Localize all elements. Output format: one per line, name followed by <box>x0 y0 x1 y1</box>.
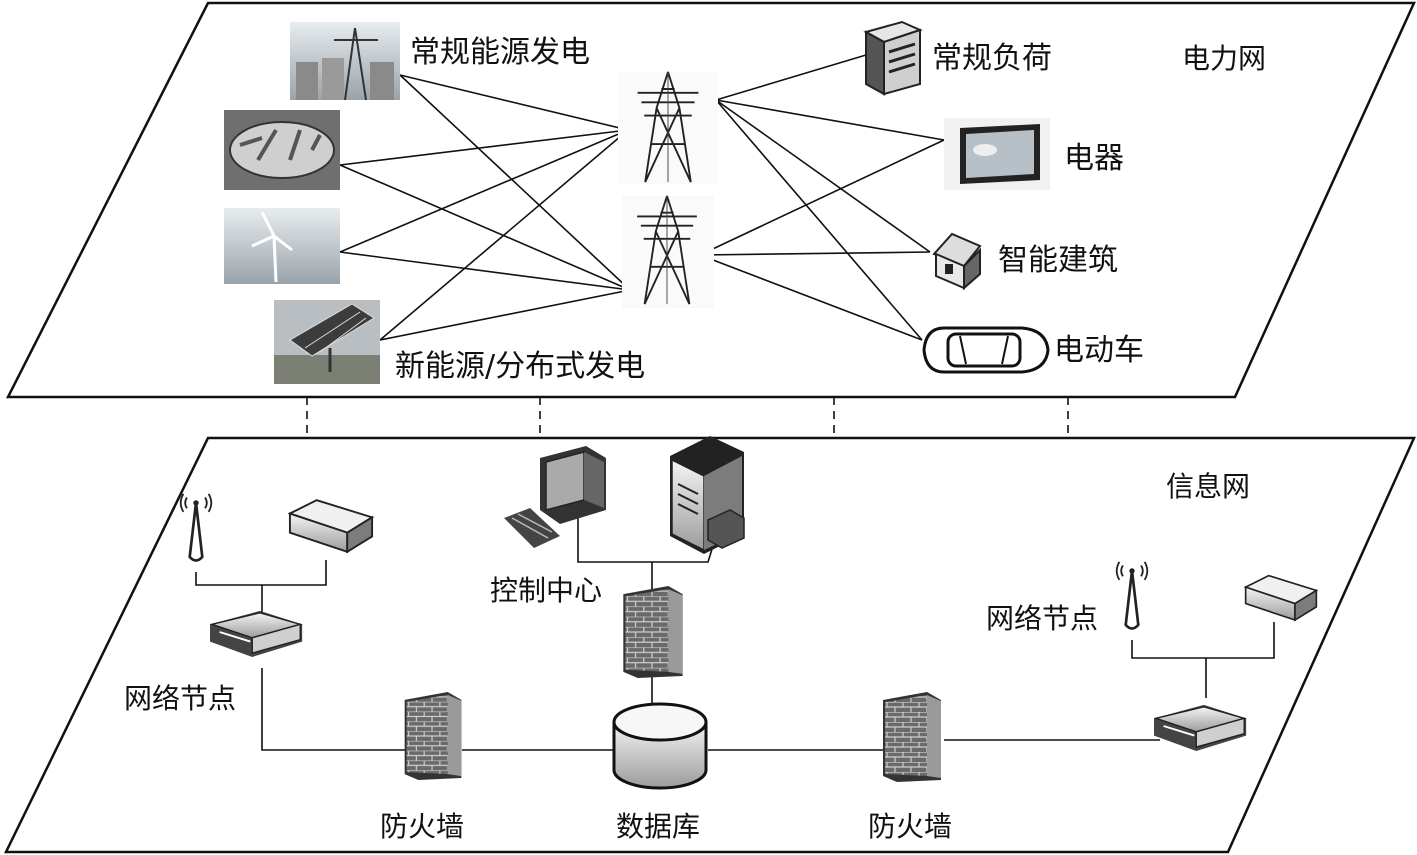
smart-building-icon <box>932 232 982 291</box>
conventional-plant-image <box>290 22 400 101</box>
network-node-left-label: 网络节点 <box>124 682 236 715</box>
power-lines <box>339 54 945 341</box>
hydro-turbine-image <box>224 110 340 190</box>
conventional-load-icon <box>863 20 923 96</box>
network-links <box>195 518 1275 751</box>
workstation-computer-icon <box>504 446 606 548</box>
electric-vehicle-icon <box>922 326 1050 374</box>
firewall-right-icon <box>883 692 941 782</box>
database-icon <box>612 702 708 790</box>
smart-building-label: 智能建筑 <box>998 243 1118 278</box>
conventional-load-label: 常规负荷 <box>932 41 1052 76</box>
info-network-layer-label: 信息网 <box>1166 470 1250 503</box>
firewall-left-label: 防火墙 <box>380 810 464 843</box>
wind-turbine-image <box>224 208 340 284</box>
transmission-tower-upper <box>618 70 718 184</box>
new-energy-generation-label: 新能源/分布式发电 <box>395 349 645 384</box>
power-grid-layer-label: 电力网 <box>1182 42 1266 75</box>
database-label: 数据库 <box>616 810 700 843</box>
solar-panel-image <box>274 300 380 384</box>
network-node-right-label: 网络节点 <box>986 602 1098 635</box>
electric-vehicle-label: 电动车 <box>1054 333 1144 368</box>
transmission-tower-lower <box>622 194 714 308</box>
firewall-left-icon <box>404 692 462 780</box>
appliances-label: 电器 <box>1064 141 1124 176</box>
server-icon <box>670 436 745 554</box>
firewall-right-label: 防火墙 <box>868 810 952 843</box>
control-center-label: 控制中心 <box>490 574 602 607</box>
tv-appliance-icon <box>944 118 1050 190</box>
layer-coupling-lines <box>306 397 1069 438</box>
conventional-generation-label: 常规能源发电 <box>410 35 590 70</box>
firewall-control-icon <box>623 586 683 678</box>
